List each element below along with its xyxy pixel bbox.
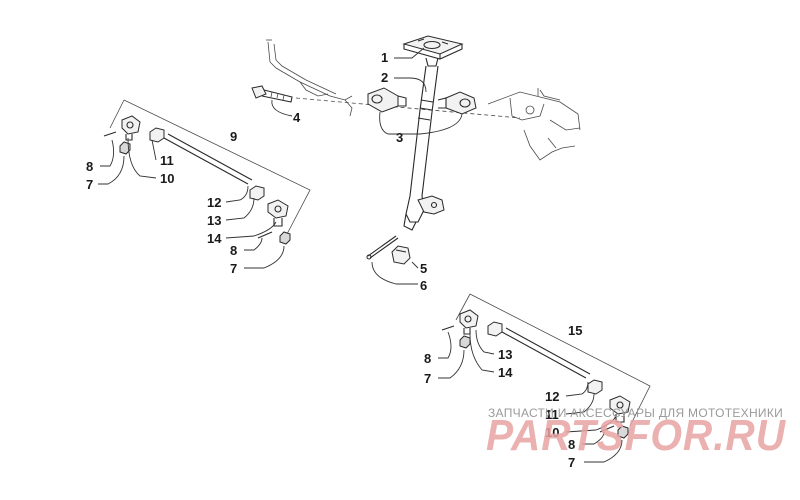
frame-bracket-left	[266, 39, 353, 117]
bearing-block-left	[367, 87, 407, 113]
callout-8-left-a: 8	[86, 159, 93, 174]
callout-7-left-b: 7	[230, 261, 237, 276]
callout-11-right: 11	[545, 407, 559, 422]
bearing-block-right	[437, 91, 477, 115]
watermark: ЗАПЧАСТИ И АКСЕССУАРЫ ДЛЯ МОТОТЕХНИКИ PA…	[486, 406, 786, 460]
callout-1: 1	[381, 50, 388, 65]
callout-7-left-a: 7	[86, 177, 93, 192]
nut-part-5	[391, 245, 411, 265]
callout-labels: 1 2 3 4 5 6 9 8 7 11 10 12 13 14 8 7 15 …	[86, 50, 582, 470]
callout-4: 4	[293, 110, 301, 125]
watermark-logo: PARTSFOR.RU	[486, 411, 786, 460]
frame-bracket-right	[487, 88, 581, 161]
cotter-pin-part-6	[366, 235, 399, 260]
callout-7-right-a: 7	[424, 371, 431, 386]
callout-7-right-b: 7	[568, 455, 575, 470]
callout-13-right: 13	[498, 347, 512, 362]
watermark-caption: ЗАПЧАСТИ И АКСЕССУАРЫ ДЛЯ МОТОТЕХНИКИ	[488, 406, 783, 420]
callout-5: 5	[420, 261, 427, 276]
callout-10-left: 10	[160, 171, 174, 186]
steering-column	[402, 35, 464, 231]
callout-14-left: 14	[207, 231, 222, 246]
callout-group-9: 9	[230, 129, 237, 144]
leader-lines	[98, 47, 623, 463]
callout-3: 3	[396, 130, 403, 145]
callout-11-left: 11	[160, 153, 174, 168]
callout-8-right-a: 8	[424, 351, 431, 366]
callout-8-right-b: 8	[568, 437, 575, 452]
top-plate	[402, 35, 464, 60]
callout-14-right: 14	[498, 365, 513, 380]
bolt-part-4	[251, 85, 293, 103]
callout-2: 2	[381, 70, 388, 85]
tie-rod-group-right	[441, 293, 651, 439]
callout-13-left: 13	[207, 213, 221, 228]
callout-8-left-b: 8	[230, 243, 237, 258]
callout-10-right: 10	[545, 425, 559, 440]
callout-12-left: 12	[207, 195, 221, 210]
tie-rod-group-left	[103, 99, 311, 245]
callout-6: 6	[420, 278, 427, 293]
callout-12-right: 12	[545, 389, 559, 404]
callout-group-15: 15	[568, 323, 582, 338]
